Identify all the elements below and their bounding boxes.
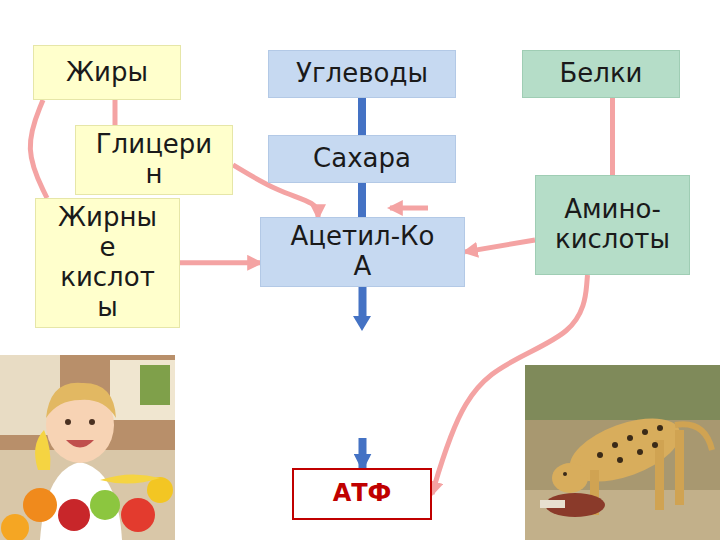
cheetah-leg [655,440,664,510]
spot [652,442,658,448]
child-eye [65,419,71,425]
spot [617,457,623,463]
fatty-acids-box: Жирны е кислот ы [35,198,180,328]
orange [1,514,29,540]
spot [657,425,663,431]
spot [627,435,633,441]
banana [100,474,160,483]
connector-arrow [465,240,535,252]
glycerol-box: Глицери н [75,125,233,195]
node-label: Жирны е кислот ы [53,203,163,323]
node-label: Углеводы [277,59,447,89]
bush [525,365,720,420]
child-mouth [66,440,94,448]
ground [525,490,720,540]
plant [140,365,170,405]
amino-acids-box: Амино- кислоты [535,175,690,275]
orange [23,488,57,522]
lemon [147,477,173,503]
prey [540,500,565,508]
spot [612,442,618,448]
node-label: Глицери н [92,130,217,190]
connector-arrow [358,98,366,135]
acetyl-coa-box: Ацетил-Ко А [260,217,465,287]
connector-arrow [180,260,260,265]
pathway-arrow [390,206,428,211]
wall [110,360,175,420]
carbohydrates-box: Углеводы [268,50,456,98]
node-label: Сахара [277,144,447,174]
photo-background [525,365,720,540]
node-label: Амино- кислоты [548,195,678,255]
connector-arrow [432,275,588,494]
child-photo [0,355,175,540]
spot [637,449,643,455]
node-label: АТФ [302,480,422,508]
cheetah-tail [675,424,712,450]
apple [58,499,90,531]
node-label: Белки [531,59,671,89]
connector-arrow [30,100,47,198]
connector-arrow [358,183,366,217]
connector-arrow [610,98,615,175]
banana [35,430,50,470]
atp-box: АТФ [292,468,432,520]
sugars-box: Сахара [268,135,456,183]
spot [563,472,567,476]
cheetah-spots [563,425,663,476]
apple [90,490,120,520]
photo-background [0,355,175,540]
node-label: Жиры [42,58,172,88]
spot [597,452,603,458]
cheetah-photo [525,365,720,540]
cheetah-leg [675,430,684,505]
proteins-box: Белки [522,50,680,98]
connector-arrow [359,287,367,468]
cheetah-head [552,463,588,493]
apple [121,498,155,532]
fats-box: Жиры [33,45,181,100]
node-label: Ацетил-Ко А [288,222,438,282]
child-eye [89,419,95,425]
spot [642,429,648,435]
child-hair [46,383,116,418]
arrow-head [353,316,371,331]
connector-arrow [113,100,118,125]
